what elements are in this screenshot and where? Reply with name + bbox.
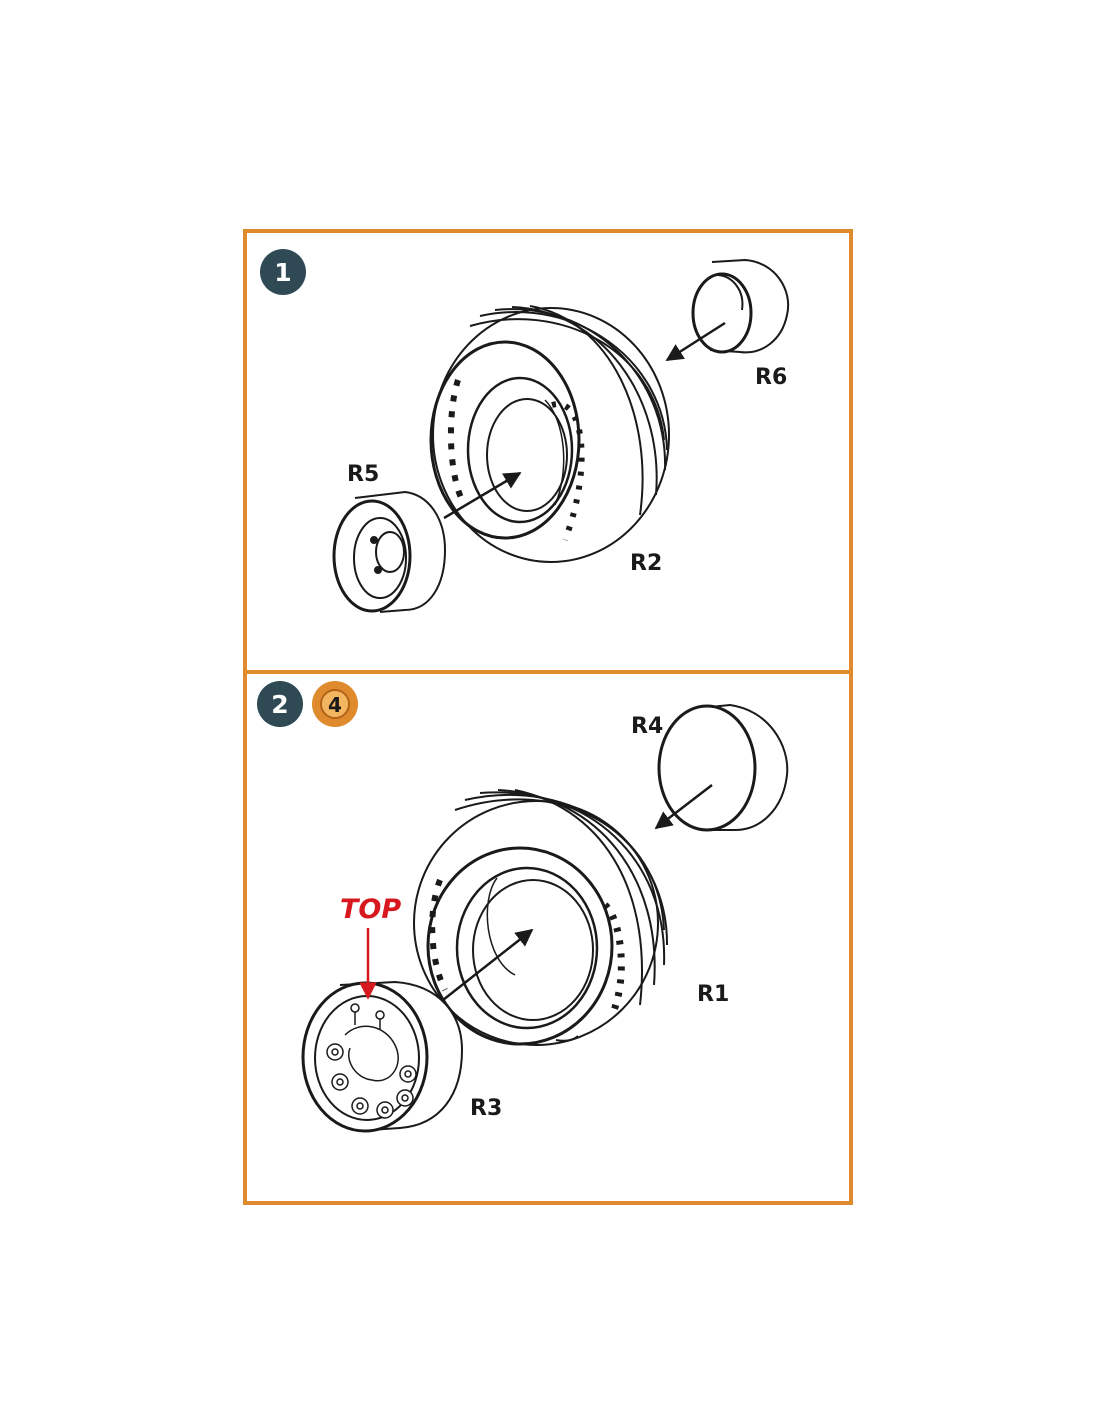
arrow-r3-to-r1 <box>442 928 534 1001</box>
svg-text:4: 4 <box>328 693 342 717</box>
part-label-r3: R3 <box>470 1096 502 1121</box>
tire-r2 <box>429 305 670 563</box>
part-label-r1: R1 <box>697 982 729 1007</box>
step-2-panel: 2 4 <box>257 681 789 1133</box>
hub-r3 <box>301 980 464 1133</box>
reference-step-badge: 4 <box>312 681 358 727</box>
arrow-r6-to-r2 <box>665 321 726 362</box>
hub-r6 <box>691 258 790 354</box>
top-callout-label: TOP <box>340 894 401 925</box>
step-2-badge: 2 <box>257 681 303 727</box>
svg-text:2: 2 <box>271 690 288 719</box>
instruction-frame <box>243 229 853 1205</box>
arrow-r5-to-r2 <box>443 471 522 520</box>
arrow-r4-to-r1 <box>654 784 713 830</box>
hub-r5 <box>332 490 447 613</box>
step-1-badge: 1 <box>260 249 306 295</box>
part-label-r2: R2 <box>630 551 662 576</box>
hub-r4 <box>657 703 789 832</box>
part-label-r6: R6 <box>755 365 787 390</box>
step-1-panel: 1 <box>260 249 790 613</box>
svg-text:1: 1 <box>274 258 291 287</box>
tire-r1 <box>413 789 669 1046</box>
part-label-r5: R5 <box>347 462 379 487</box>
part-label-r4: R4 <box>631 714 663 739</box>
step-divider <box>247 670 849 674</box>
